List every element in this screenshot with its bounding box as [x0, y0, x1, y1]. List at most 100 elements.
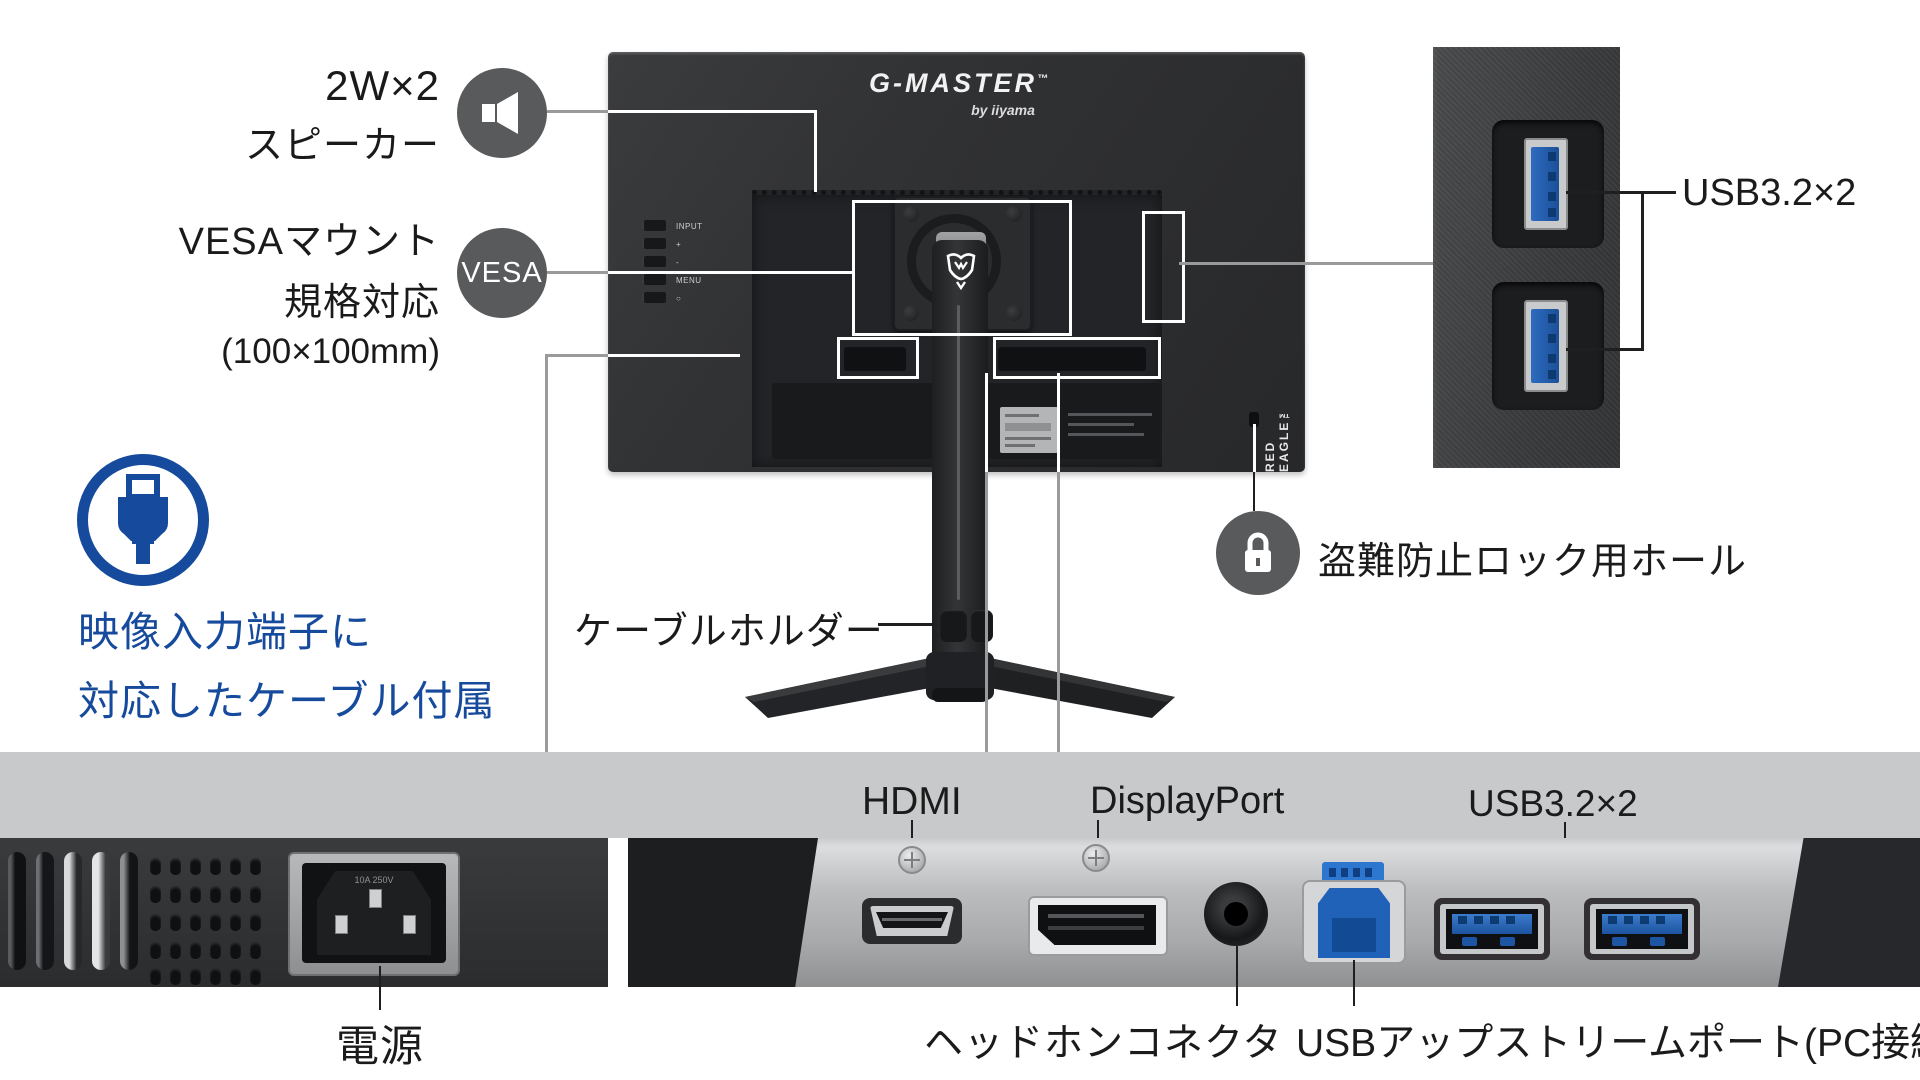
usb-upstream-pointer [1353, 960, 1355, 1006]
button-input-label: INPUT [676, 222, 703, 231]
vesa-label-line1: VESAマウント [178, 221, 440, 263]
speaker-line-h1 [547, 110, 608, 113]
vesa-badge-text: VESA [461, 256, 543, 289]
power-label: 電源 [336, 1023, 424, 1071]
ac-prong-left [335, 915, 348, 934]
drop-line-2-top [1057, 373, 1060, 472]
power-closeup-photo: 10A 250V [0, 838, 608, 987]
speaker-glyph [482, 92, 518, 134]
cable-holder-clip-left [940, 610, 967, 642]
speaker-label-line1: 2W×2 [325, 62, 440, 109]
button-input [642, 220, 666, 231]
button-power-label: ○ [676, 294, 682, 303]
usb-panel-line [1179, 262, 1433, 265]
vesa-highlight-rect [852, 200, 1072, 336]
vesa-label-line2: 規格対応 [283, 282, 440, 324]
usb-port-cutout-top [1492, 120, 1604, 248]
port-highlight-rect-left [837, 337, 919, 379]
sticker-text-bar2 [1068, 423, 1134, 426]
button-plus-label: + [676, 240, 682, 249]
cable-note-line2: 対応したケーブル付属 [78, 678, 496, 724]
vesa-screw-tr [1006, 206, 1022, 222]
vesa-screw-bl [903, 305, 919, 321]
ac-inlet-c14: 10A 250V [317, 871, 431, 955]
button-menu-label: MENU [676, 276, 702, 285]
displayport-label: DisplayPort [1090, 780, 1285, 822]
usb-top-line-h1 [1566, 191, 1676, 194]
vesa-label-line3: (100×100mm) [221, 332, 440, 371]
port-slot-right [998, 347, 1146, 371]
usb-closeup-photo [1433, 47, 1620, 468]
rating-sticker [1000, 407, 1058, 453]
gmaster-logo: G-MASTER™ [860, 68, 1060, 99]
ac-rating-text: 10A 250V [354, 875, 394, 885]
speaker-line-h2 [608, 110, 817, 113]
lock-icon [1216, 511, 1300, 595]
drop-line-1-bottom [985, 472, 988, 838]
power-pointer [379, 966, 381, 1010]
headphone-jack [1204, 882, 1268, 946]
inputs-line-h2 [608, 354, 740, 357]
ac-prong-right [403, 915, 416, 934]
lock-line-top [1253, 424, 1256, 472]
drop-line-2-bottom [1057, 472, 1060, 838]
inputs-line-v [545, 354, 548, 838]
sticker-text-bar3 [1068, 433, 1144, 436]
red-eagle-text: RED EAGLE™ [1263, 404, 1291, 472]
plug-glyph [118, 474, 168, 564]
port-highlight-rect-right [993, 337, 1161, 379]
usb-top-label: USB3.2×2 [1682, 172, 1857, 214]
ports-closeup-photo [628, 838, 1920, 987]
padlock-glyph [1245, 532, 1271, 572]
vesa-screw-br [1006, 305, 1022, 321]
usb-top-line-h2 [1566, 348, 1644, 351]
usb-port-cutout-bottom [1492, 282, 1604, 410]
usb-highlight-rect [1142, 211, 1185, 323]
usb-a-down-1 [1434, 898, 1550, 960]
vesa-line-h2 [608, 271, 852, 274]
dp-pointer [1097, 820, 1099, 846]
gmaster-logo-tm: ™ [1037, 73, 1051, 85]
ac-inlet: 10A 250V [288, 852, 460, 976]
headphone-pointer [1236, 946, 1238, 1006]
vesa-line-h1 [547, 271, 608, 274]
hdmi-port [862, 898, 962, 944]
cable-note-line1: 映像入力端子に [78, 609, 372, 655]
speaker-icon [457, 68, 547, 158]
lock-line-bottom [1253, 472, 1255, 511]
speaker-label-line2: スピーカー [244, 125, 440, 167]
usb-upstream-label: USBアップストリームポート(PC接続用) [1296, 1022, 1920, 1065]
usb-b-top [1322, 862, 1384, 884]
vesa-icon: VESA [457, 228, 547, 318]
photo-dark-right [1778, 838, 1920, 987]
usb-a-port-top [1524, 138, 1568, 230]
cable-holder-label: ケーブルホルダー [574, 611, 884, 653]
usb-a-down-2 [1584, 898, 1700, 960]
owl-logo-icon [946, 253, 976, 291]
hdmi-pointer [911, 820, 913, 846]
usb-b-port [1302, 880, 1406, 964]
speaker-line-v [814, 110, 817, 192]
headphone-label: ヘッドホンコネクタ [924, 1022, 1283, 1065]
button-minus-label: - [676, 258, 680, 267]
stand-base [745, 652, 1175, 718]
lock-label: 盗難防止ロック用ホール [1318, 541, 1748, 583]
port-slot-left [844, 347, 906, 371]
lock-hole [1249, 412, 1259, 427]
photo-dark-left [628, 838, 818, 987]
hdmi-label: HDMI [862, 780, 962, 823]
vesa-label: VESAマウント 規格対応 (100×100mm) [110, 210, 440, 372]
stand-groove [957, 305, 960, 600]
displayport-port [1028, 896, 1168, 956]
speaker-label: 2W×2 スピーカー [120, 62, 440, 169]
usb-a-port-bottom [1524, 300, 1568, 392]
drop-line-1-top [985, 373, 988, 472]
iiyama-logo: by iiyama [971, 102, 1035, 118]
cable-holder-line [878, 623, 938, 626]
usb32-bottom-label: USB3.2×2 [1468, 783, 1638, 824]
dp-screw [1082, 844, 1110, 872]
button-plus [642, 238, 666, 249]
usb-top-line-v [1641, 191, 1644, 351]
button-minus [642, 256, 666, 267]
